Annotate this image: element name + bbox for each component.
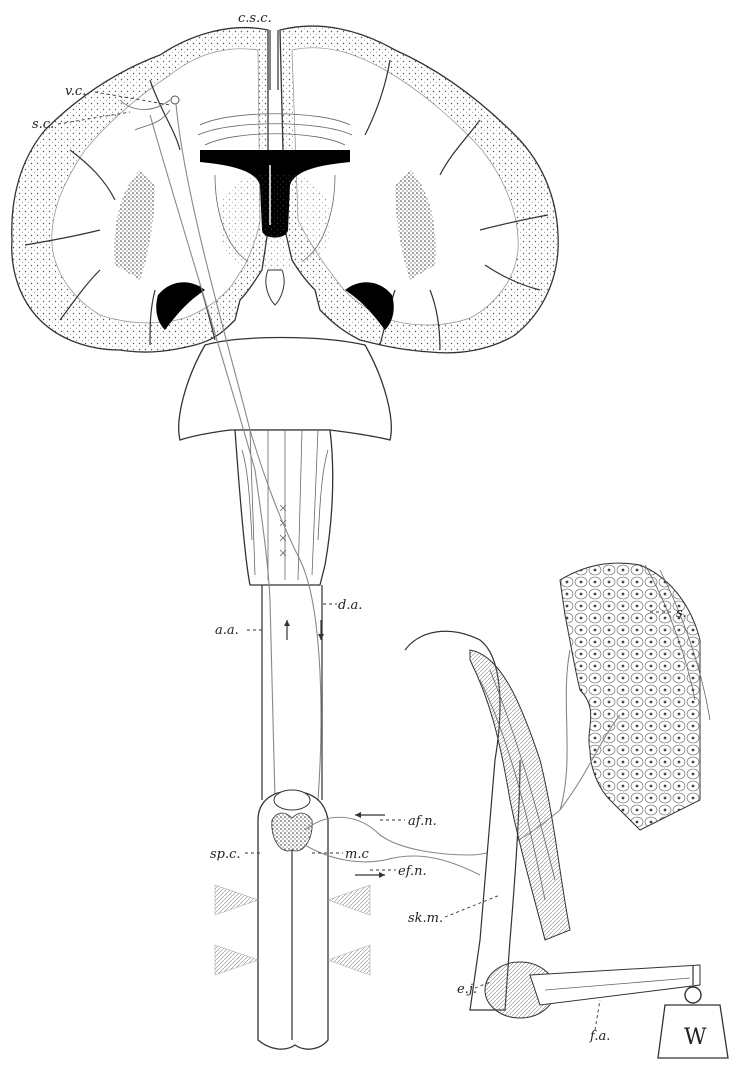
label-efn: ef.n. — [398, 864, 427, 879]
label-vc: v.c. — [65, 84, 86, 99]
epidermis — [560, 563, 700, 830]
label-mc: m.c — [345, 847, 369, 862]
brain-section — [12, 26, 558, 353]
skin-section — [560, 563, 710, 830]
label-fa: f.a. — [589, 1029, 610, 1044]
label-skm: sk.m. — [408, 911, 443, 926]
forearm — [530, 965, 700, 1005]
label-da: d.a. — [338, 598, 362, 613]
spinal-cord-segment — [215, 790, 370, 1049]
label-csc: c.s.c. — [238, 11, 272, 26]
label-aa: a.a. — [215, 623, 239, 638]
label-sc: s.c. — [32, 117, 54, 132]
spinal-cord-tract — [262, 585, 322, 800]
label-ej: e.j. — [457, 982, 477, 997]
pons — [179, 338, 392, 441]
label-s: s. — [676, 606, 687, 621]
label-spc: sp.c. — [210, 847, 241, 862]
label-afn: af.n. — [408, 814, 437, 829]
label-weight: W — [684, 1025, 707, 1050]
brainstem — [179, 338, 392, 586]
